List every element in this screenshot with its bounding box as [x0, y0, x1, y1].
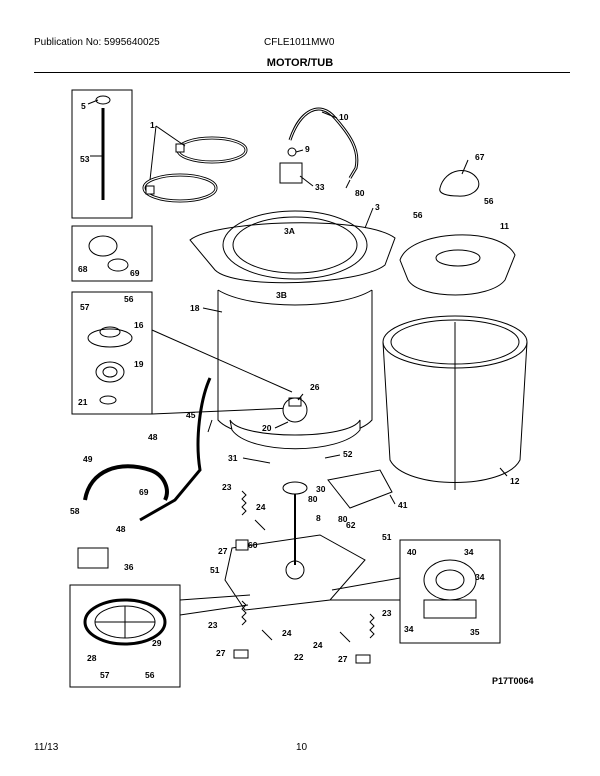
- impeller: [399, 234, 516, 296]
- callout-23: 23: [222, 482, 232, 492]
- callout-45: 45: [186, 410, 196, 420]
- inset-box-motor: [399, 539, 501, 644]
- callout-23: 23: [208, 620, 218, 630]
- callout-12: 12: [510, 476, 520, 486]
- inset-box-clamp: [71, 225, 153, 282]
- callout-80: 80: [338, 514, 348, 524]
- spring: [241, 490, 247, 516]
- callout-16: 16: [134, 320, 144, 330]
- callout-80: 80: [308, 494, 318, 504]
- callout-23: 23: [382, 608, 392, 618]
- callout-56: 56: [145, 670, 155, 680]
- inset-box-rod: [71, 89, 133, 219]
- callout-31: 31: [228, 453, 238, 463]
- callout-33: 33: [315, 182, 325, 192]
- callout-1: 1: [150, 120, 155, 130]
- callout-10: 10: [339, 112, 349, 122]
- callout-18: 18: [190, 303, 200, 313]
- callout-27: 27: [338, 654, 348, 664]
- callout-56: 56: [484, 196, 494, 206]
- inlet-hoses: [142, 136, 248, 203]
- model-number: CFLE1011MW0: [264, 37, 335, 48]
- callout-48: 48: [116, 524, 126, 534]
- callout-62: 62: [346, 520, 356, 530]
- inset-box-pulley: [69, 584, 181, 688]
- callout-24: 24: [282, 628, 292, 638]
- callout-27: 27: [216, 648, 226, 658]
- callout-34: 34: [475, 572, 485, 582]
- cap: [439, 170, 480, 197]
- callout-3A: 3A: [284, 226, 295, 236]
- outer-tub: [189, 210, 396, 450]
- callout-51: 51: [210, 565, 220, 575]
- callout-41: 41: [398, 500, 408, 510]
- figure-code: P17T0064: [492, 676, 534, 686]
- callout-56: 56: [124, 294, 134, 304]
- callout-24: 24: [256, 502, 266, 512]
- callout-24: 24: [313, 640, 323, 650]
- callout-51: 51: [382, 532, 392, 542]
- callout-57: 57: [100, 670, 110, 680]
- callout-34: 34: [464, 547, 474, 557]
- callout-49: 49: [83, 454, 93, 464]
- spring: [369, 613, 375, 639]
- page-title: MOTOR/TUB: [266, 57, 334, 69]
- callout-28: 28: [87, 653, 97, 663]
- callout-3B: 3B: [276, 290, 287, 300]
- callout-67: 67: [475, 152, 485, 162]
- callout-35: 35: [470, 627, 480, 637]
- callout-20: 20: [262, 423, 272, 433]
- callout-69: 69: [139, 487, 149, 497]
- callout-40: 40: [407, 547, 417, 557]
- footer-date: 11/13: [34, 742, 59, 753]
- callout-57: 57: [80, 302, 90, 312]
- callout-48: 48: [148, 432, 158, 442]
- callout-52: 52: [343, 449, 353, 459]
- water-valve: [279, 162, 303, 184]
- inset-box-seal: [71, 291, 153, 415]
- drain-pump: [77, 547, 109, 569]
- callout-26: 26: [310, 382, 320, 392]
- header-rule: [34, 72, 570, 73]
- callout-27: 27: [218, 546, 228, 556]
- callout-68: 68: [78, 264, 88, 274]
- footer-page: 10: [296, 742, 308, 753]
- publication-number: Publication No: 5995640025: [34, 37, 160, 48]
- callout-30: 30: [316, 484, 326, 494]
- callout-60: 60: [248, 540, 258, 550]
- callout-29: 29: [152, 638, 162, 648]
- callout-19: 19: [134, 359, 144, 369]
- callout-11: 11: [500, 221, 509, 231]
- callout-56: 56: [413, 210, 423, 220]
- callout-5: 5: [81, 101, 86, 111]
- callout-21: 21: [78, 397, 88, 407]
- spin-basket: [382, 315, 528, 490]
- callout-22: 22: [294, 652, 304, 662]
- callout-80: 80: [355, 188, 365, 198]
- callout-8: 8: [316, 513, 321, 523]
- callout-3: 3: [375, 202, 380, 212]
- callout-53: 53: [80, 154, 90, 164]
- shroud: [327, 469, 393, 509]
- callout-36: 36: [124, 562, 134, 572]
- callout-9: 9: [305, 144, 310, 154]
- callout-58: 58: [70, 506, 80, 516]
- callout-69: 69: [130, 268, 140, 278]
- callout-34: 34: [404, 624, 414, 634]
